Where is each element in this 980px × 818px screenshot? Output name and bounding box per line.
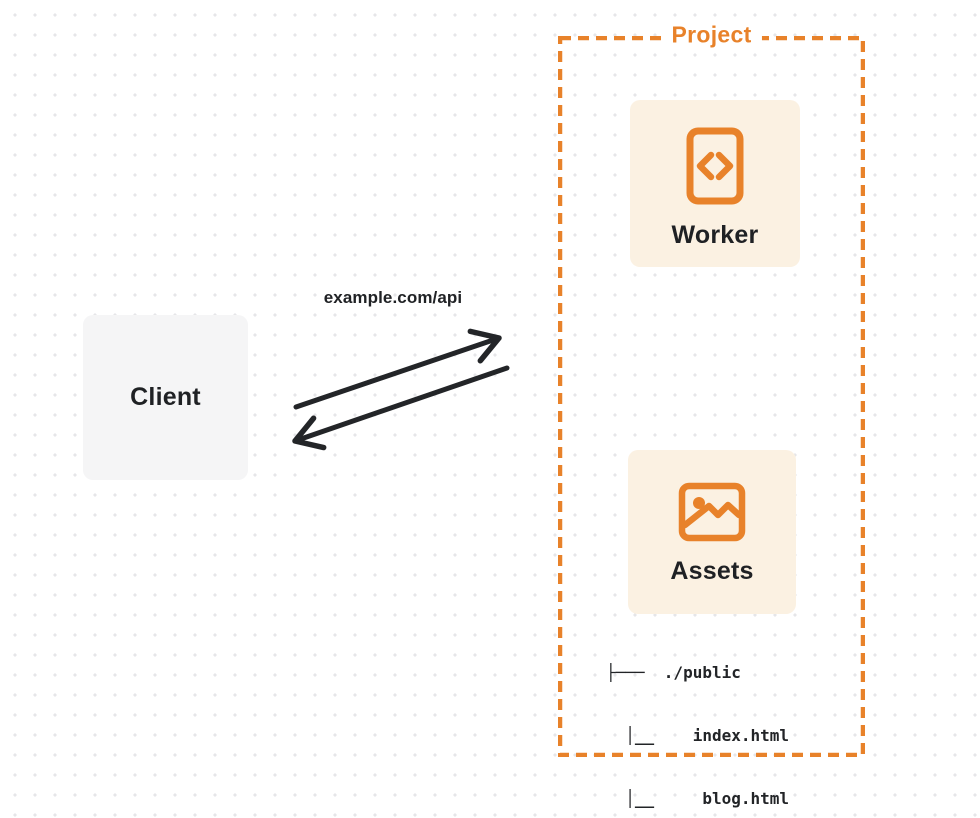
tree-line-blog: │__ blog.html [606, 789, 790, 808]
worker-node: Worker [630, 100, 800, 267]
worker-label: Worker [671, 221, 759, 249]
request-url-label: example.com/api [323, 288, 463, 307]
project-title: Project [661, 19, 762, 51]
tree-line-public: ├─── ./public [606, 663, 741, 682]
response-arrow [292, 365, 510, 451]
code-document-icon [686, 127, 744, 205]
image-icon [678, 482, 746, 542]
assets-node: Assets [628, 450, 796, 614]
client-node: Client [83, 315, 248, 480]
tree-line-index: │__ index.html [606, 726, 790, 745]
client-label: Client [130, 383, 201, 411]
project-container: Project Worker Assets ├─── ./public │__ … [558, 19, 865, 808]
request-arrow [293, 328, 502, 410]
public-file-tree: ├─── ./public │__ index.html │__ blog.ht… [606, 620, 789, 818]
assets-label: Assets [670, 557, 754, 585]
